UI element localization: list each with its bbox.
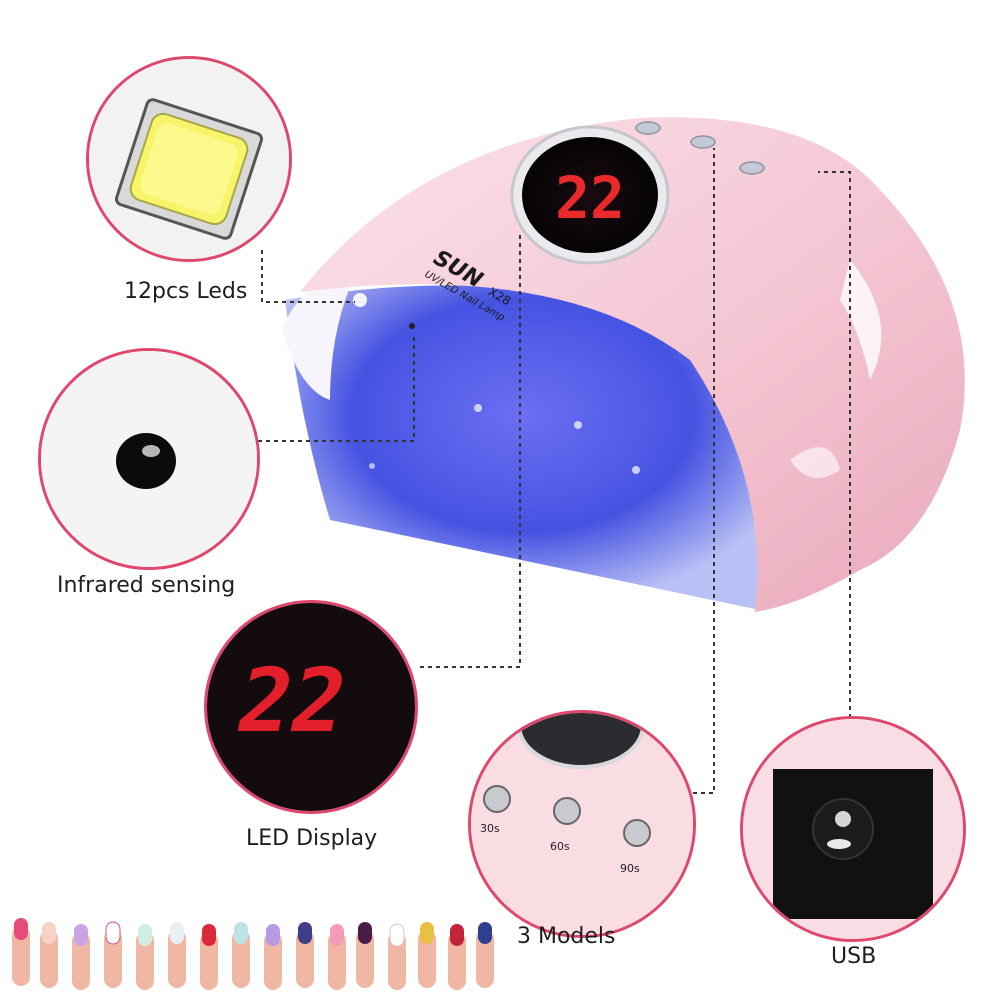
led-chip-icon [89,59,289,259]
usb-label: USB [831,944,877,969]
mode-button-label-60: 60s [550,840,570,853]
modes-label: 3 Models [517,924,616,949]
usb-callout-circle [740,716,966,942]
inner-rim [282,275,355,400]
sensor-label: Infrared sensing [57,573,236,598]
usb-port-icon [743,719,963,939]
uv-light-area [285,285,762,610]
lamp-display [522,137,658,253]
display-label: LED Display [246,826,378,851]
svg-text:22: 22 [228,649,356,752]
leds-label: 12pcs Leds [124,279,248,304]
svg-text:22: 22 [555,164,625,232]
led-display-icon: 22 [207,603,415,811]
modes-callout-circle [468,710,696,938]
mode-button-label-30: 30s [480,822,500,835]
mode-button-label-90: 90s [620,862,640,875]
lamp-shell [300,117,965,612]
leds-callout-circle [86,56,292,262]
sensor-callout-circle [38,348,260,570]
display-callout-circle: 22 [204,600,418,814]
nail-art-strip [12,918,494,990]
infrared-sensor-icon [41,351,257,567]
timer-buttons-icon [471,713,693,935]
